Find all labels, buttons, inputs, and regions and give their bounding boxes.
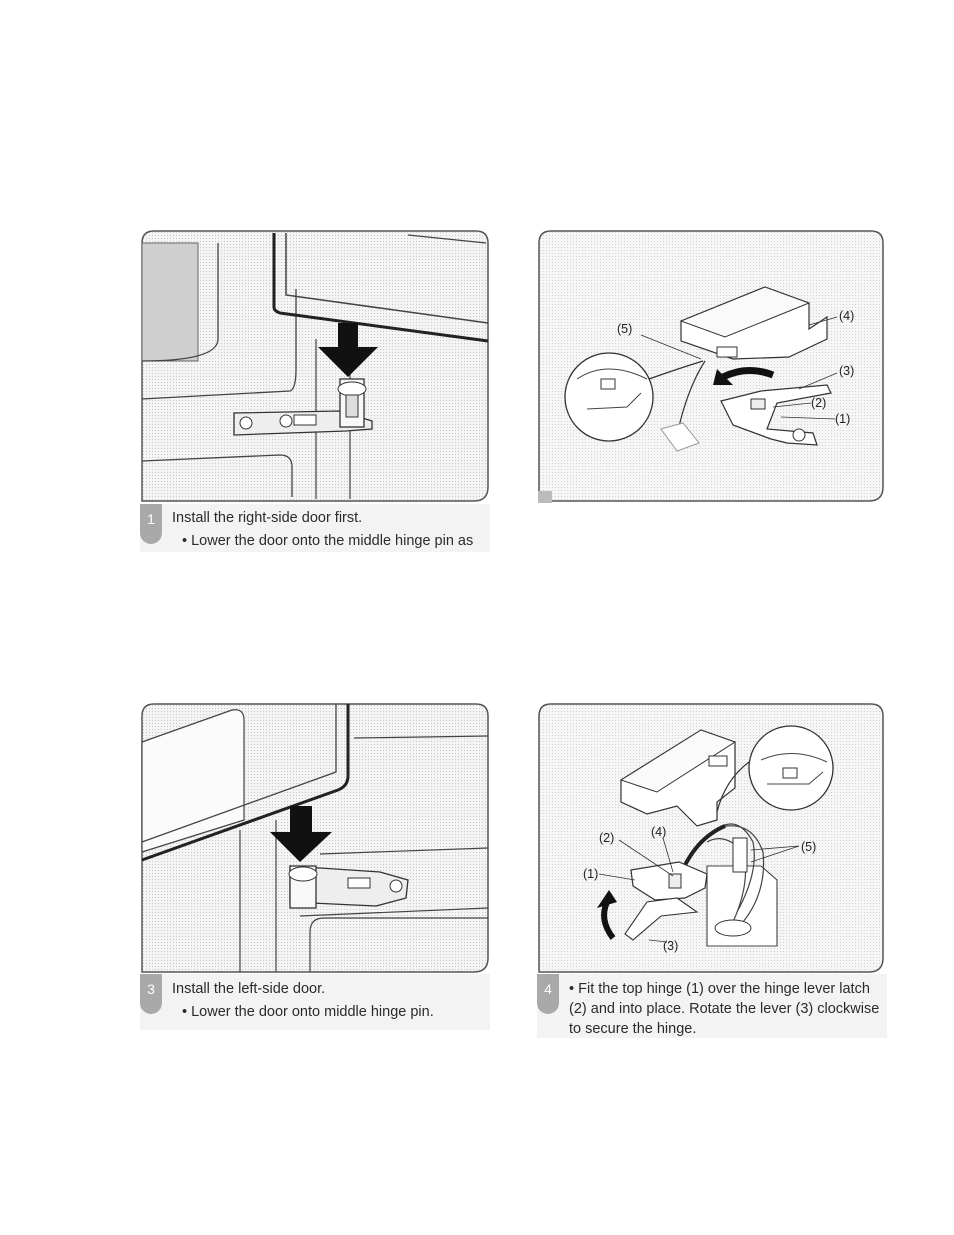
bullet-glyph: • xyxy=(182,1004,188,1020)
step-1-panel: 1 Install the right-side door first. • L… xyxy=(140,229,490,554)
step-number-badge: 1 xyxy=(140,504,162,544)
label-3: (3) xyxy=(839,364,854,378)
step-number-badge: 4 xyxy=(537,974,559,1014)
label-5: (5) xyxy=(801,840,816,854)
label-5: (5) xyxy=(617,322,632,336)
step-4-illustration: (2) (4) (5) (1) (3) xyxy=(538,703,884,973)
step-4-panel: (2) (4) (5) (1) (3) 4 • Fit the top hing… xyxy=(537,702,887,1042)
step-3-title: Install the left-side door. xyxy=(172,981,326,997)
label-4: (4) xyxy=(651,825,666,839)
step-3-illustration xyxy=(141,703,489,973)
step-1-illustration xyxy=(141,230,489,502)
bullet-glyph: • xyxy=(182,533,188,549)
label-2: (2) xyxy=(811,396,826,410)
bullet-glyph: • xyxy=(569,981,575,997)
label-1: (1) xyxy=(583,867,598,881)
step-1-title: Install the right-side door first. xyxy=(172,510,363,526)
step-2-illustration: (4) (5) (3) (2) (1) xyxy=(538,230,884,503)
label-4: (4) xyxy=(839,309,854,323)
step-4-bullet-text: Fit the top hinge (1) over the hinge lev… xyxy=(569,981,880,1037)
step-3-bullet-text: Lower the door onto middle hinge pin. xyxy=(191,1004,434,1020)
step-1-bullet: • Lower the door onto the middle hinge p… xyxy=(172,531,473,551)
step-3-bullet: • Lower the door onto middle hinge pin. xyxy=(172,1002,434,1022)
step-number-badge: 3 xyxy=(140,974,162,1014)
label-1: (1) xyxy=(835,412,850,426)
step-2-panel: (4) (5) (3) (2) (1) xyxy=(537,229,887,505)
label-3: (3) xyxy=(663,939,678,953)
step-4-bullet: • Fit the top hinge (1) over the hinge l… xyxy=(569,979,884,1039)
step-1-bullet-text: Lower the door onto the middle hinge pin… xyxy=(191,533,474,549)
step-3-panel: 3 Install the left-side door. • Lower th… xyxy=(140,702,490,1032)
label-2: (2) xyxy=(599,831,614,845)
